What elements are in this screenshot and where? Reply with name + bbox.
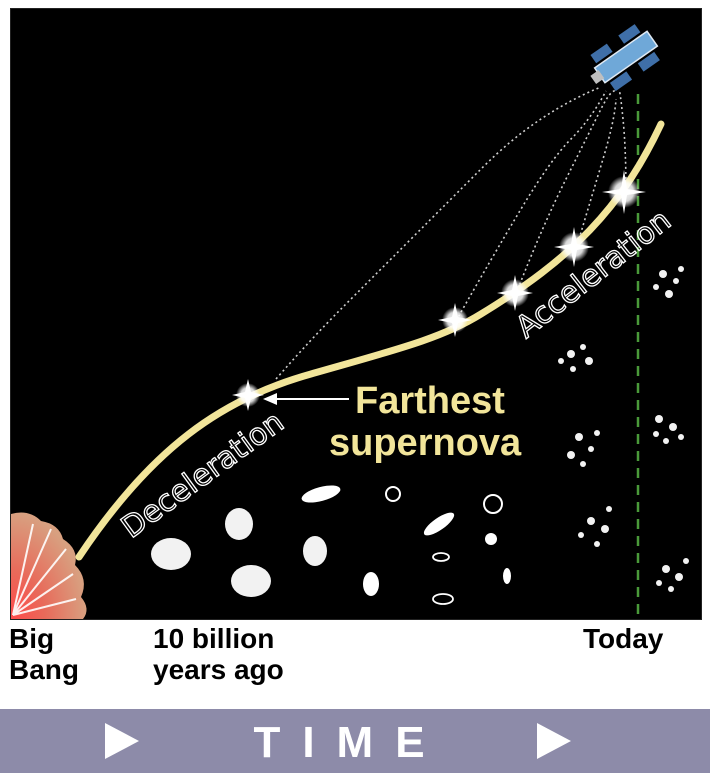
- big-bang-icon: [11, 512, 87, 619]
- expansion-curve: [75, 120, 665, 561]
- today-label: Today: [583, 623, 664, 654]
- callout-line-2: supernova: [329, 422, 522, 464]
- time-banner: TIME: [0, 709, 710, 773]
- big-bang-label: Big Bang: [9, 623, 79, 685]
- callout-arrow: [263, 393, 349, 405]
- ten-billion-years-label: 10 billion years ago: [153, 623, 284, 685]
- light-paths: [275, 86, 627, 380]
- callout-line-1: Farthest: [355, 380, 505, 422]
- time-label: TIME: [253, 718, 447, 767]
- supernova-icon: [232, 170, 646, 411]
- diagram-canvas: Farthest supernova Deceleration Accelera…: [11, 24, 689, 619]
- galaxy-icon: [151, 266, 689, 605]
- play-arrow-icon: [105, 723, 139, 759]
- play-arrow-icon: [537, 723, 571, 759]
- universe-expansion-diagram: Farthest supernova Deceleration Accelera…: [10, 8, 702, 620]
- telescope-icon: [590, 24, 660, 92]
